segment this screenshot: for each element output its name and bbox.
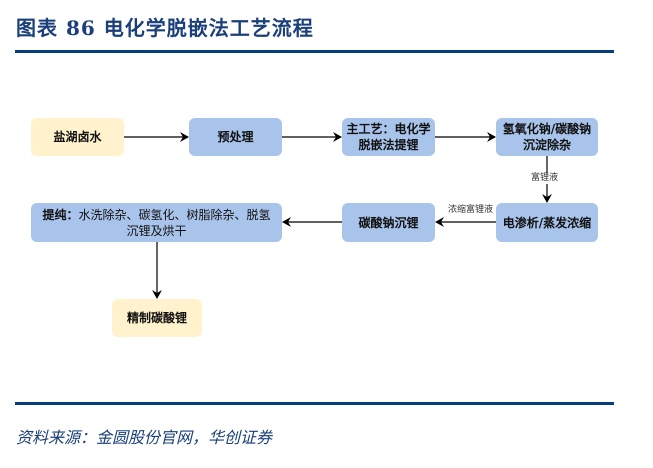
node-label: 盐湖卤水: [53, 130, 102, 144]
node-label-line2: 沉锂及烘干: [126, 223, 187, 238]
node-label-line1: 提纯：水洗除杂、碳氢化、树脂除杂、脱氢: [42, 207, 270, 223]
node-label: 精制碳酸锂: [126, 311, 187, 325]
node-label-line1: 氢氧化钠/碳酸钠: [502, 122, 592, 136]
node-salt-lake-brine: 盐湖卤水: [31, 118, 124, 156]
node-label-bold: 提纯：: [42, 207, 79, 222]
node-label: 预处理: [217, 130, 254, 144]
source-note: 资料来源：金圆股份官网，华创证券: [16, 428, 273, 447]
node-label: 碳酸钠沉锂: [358, 215, 419, 230]
node-label-line2: 沉淀除杂: [522, 138, 571, 152]
node-label-line2: 脱嵌法提锂: [358, 138, 419, 152]
node-label: 电渗析/蒸发浓缩: [502, 215, 592, 230]
node-purification: 提纯：水洗除杂、碳氢化、树脂除杂、脱氢 沉锂及烘干: [31, 203, 282, 242]
node-main-process: 主工艺：电化学 脱嵌法提锂: [342, 118, 435, 156]
edge-label-concentrated-solution: 浓缩富锂液: [448, 205, 494, 216]
figure-title: 图表 86 电化学脱嵌法工艺流程: [16, 16, 314, 40]
node-pretreatment: 预处理: [189, 118, 282, 156]
edge-label-lithium-rich-solution: 富锂液: [531, 173, 559, 184]
node-label-line1: 主工艺：电化学: [346, 122, 431, 136]
node-electrodialysis: 电渗析/蒸发浓缩: [496, 203, 598, 242]
bottom-divider: [15, 402, 614, 405]
node-carbonate-precipitation: 碳酸钠沉锂: [342, 203, 435, 242]
node-refined-lithium-carbonate: 精制碳酸锂: [112, 299, 202, 337]
node-precipitation: 氢氧化钠/碳酸钠 沉淀除杂: [496, 118, 598, 156]
top-divider: [15, 50, 614, 53]
node-label-rest: 水洗除杂、碳氢化、树脂除杂、脱氢: [78, 207, 271, 222]
